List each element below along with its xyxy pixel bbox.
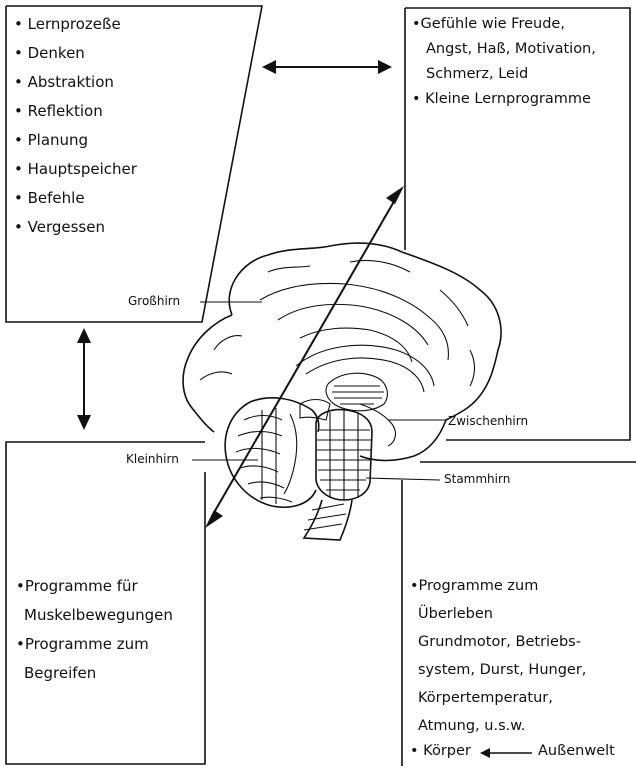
list-item: • Reflektion xyxy=(14,97,137,126)
text-line: •Gefühle wie Freude, xyxy=(412,12,596,37)
list-item: • Lernprozeße xyxy=(14,10,137,39)
leader-stammhirn xyxy=(366,478,440,480)
list-item: • Hauptspeicher xyxy=(14,155,137,184)
text-line: • Kleine Lernprogramme xyxy=(412,87,596,112)
text-line: Atmung, u.s.w. xyxy=(410,712,586,740)
list-item: • Planung xyxy=(14,126,137,155)
text-line: Körpertemperatur, xyxy=(410,684,586,712)
label-stammhirn: Stammhirn xyxy=(444,472,510,486)
text-line: Überleben xyxy=(410,600,586,628)
box-bottom-left-text: •Programme für Muskelbewegungen •Program… xyxy=(16,572,173,688)
list-item: • Vergessen xyxy=(14,213,137,242)
box-top-left-list: • Lernprozeße • Denken • Abstraktion • R… xyxy=(14,10,137,242)
text-line: •Programme zum xyxy=(16,630,173,659)
list-item: • Abstraktion xyxy=(14,68,137,97)
koerper-arrow xyxy=(480,748,532,758)
box-bottom-right-text: •Programme zum Überleben Grundmotor, Bet… xyxy=(410,572,586,740)
text-line: •Programme zum xyxy=(410,572,586,600)
text-line: Muskelbewegungen xyxy=(16,601,173,630)
list-item: • Denken xyxy=(14,39,137,68)
text-line: Schmerz, Leid xyxy=(412,62,596,87)
label-kleinhirn: Kleinhirn xyxy=(126,452,179,466)
text-line: Angst, Haß, Motivation, xyxy=(412,37,596,62)
label-grosshirn: Großhirn xyxy=(128,294,180,308)
double-arrow-diagonal xyxy=(205,186,404,528)
double-arrow-horizontal xyxy=(262,60,392,74)
brain-illustration xyxy=(183,243,501,540)
text-line: •Programme für xyxy=(16,572,173,601)
label-zwischenhirn: Zwischenhirn xyxy=(448,414,528,428)
koerper-label: • Körper xyxy=(410,742,471,761)
double-arrow-vertical xyxy=(77,328,91,430)
aussenwelt-label: Außenwelt xyxy=(538,742,615,761)
text-line: system, Durst, Hunger, xyxy=(410,656,586,684)
text-line: Begreifen xyxy=(16,659,173,688)
text-line: Grundmotor, Betriebs- xyxy=(410,628,586,656)
list-item: • Befehle xyxy=(14,184,137,213)
box-top-right-text: •Gefühle wie Freude, Angst, Haß, Motivat… xyxy=(412,12,596,112)
